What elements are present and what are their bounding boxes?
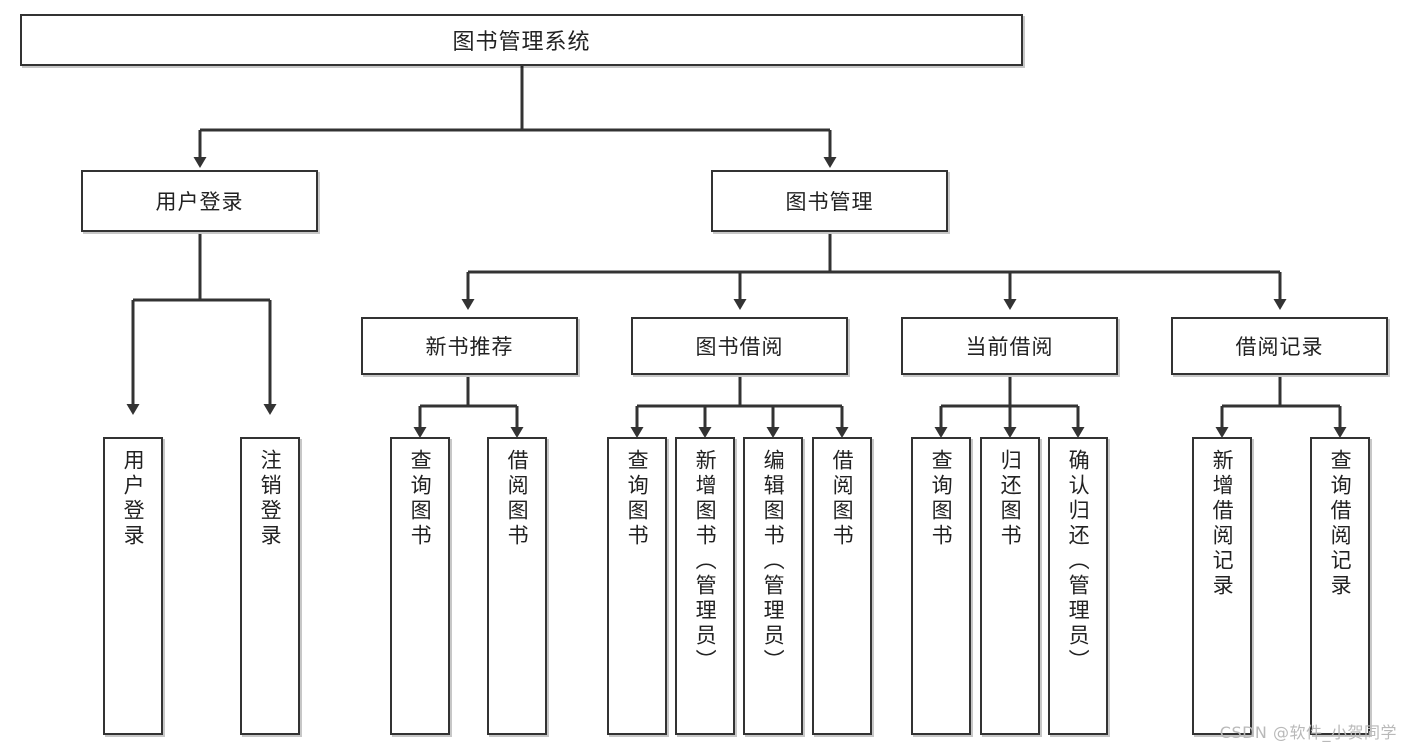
node-book-borrow[interactable]: 图书借阅 — [631, 317, 848, 375]
node-label: 图书借阅 — [695, 335, 784, 359]
leaf-label: 查询图书 — [408, 449, 433, 549]
node-label: 借阅记录 — [1235, 335, 1324, 359]
leaf-label: 新增借阅记录 — [1210, 449, 1235, 599]
leaf-label: 查询借阅记录 — [1328, 449, 1353, 599]
node-current-borrow[interactable]: 当前借阅 — [901, 317, 1118, 375]
node-label: 当前借阅 — [965, 335, 1054, 359]
leaf-current-confirm-return-admin[interactable]: 确认归还（管理员） — [1048, 437, 1108, 735]
leaf-label: 归还图书 — [998, 449, 1023, 549]
leaf-label: 新增图书（管理员） — [693, 449, 718, 674]
node-label: 图书管理 — [785, 190, 874, 214]
leaf-current-return-book[interactable]: 归还图书 — [980, 437, 1040, 735]
leaf-current-query-book[interactable]: 查询图书 — [911, 437, 971, 735]
leaf-label: 用户登录 — [121, 449, 146, 549]
leaf-label: 确认归还（管理员） — [1066, 449, 1091, 674]
leaf-label: 注销登录 — [258, 449, 283, 549]
leaf-borrow-add-book-admin[interactable]: 新增图书（管理员） — [675, 437, 735, 735]
node-new-book-recommend[interactable]: 新书推荐 — [361, 317, 578, 375]
leaf-record-query-record[interactable]: 查询借阅记录 — [1310, 437, 1370, 735]
node-label: 用户登录 — [155, 190, 244, 214]
leaf-label: 编辑图书（管理员） — [761, 449, 786, 674]
watermark: CSDN @软件_小贺同学 — [1219, 723, 1397, 742]
node-label: 新书推荐 — [425, 335, 514, 359]
leaf-borrow-query-book[interactable]: 查询图书 — [607, 437, 667, 735]
leaf-user-login-login[interactable]: 用户登录 — [103, 437, 163, 735]
leaf-label: 借阅图书 — [505, 449, 530, 549]
leaf-record-add-record[interactable]: 新增借阅记录 — [1192, 437, 1252, 735]
node-root-system[interactable]: 图书管理系统 — [20, 14, 1023, 66]
leaf-label: 查询图书 — [929, 449, 954, 549]
leaf-borrow-edit-book-admin[interactable]: 编辑图书（管理员） — [743, 437, 803, 735]
leaf-borrow-borrow-book[interactable]: 借阅图书 — [812, 437, 872, 735]
node-user-login[interactable]: 用户登录 — [81, 170, 318, 232]
leaf-user-login-logout[interactable]: 注销登录 — [240, 437, 300, 735]
leaf-label: 查询图书 — [625, 449, 650, 549]
leaf-new-book-query[interactable]: 查询图书 — [390, 437, 450, 735]
node-borrow-record[interactable]: 借阅记录 — [1171, 317, 1388, 375]
leaf-new-book-borrow[interactable]: 借阅图书 — [487, 437, 547, 735]
leaf-label: 借阅图书 — [830, 449, 855, 549]
node-book-management[interactable]: 图书管理 — [711, 170, 948, 232]
node-label: 图书管理系统 — [452, 30, 591, 55]
